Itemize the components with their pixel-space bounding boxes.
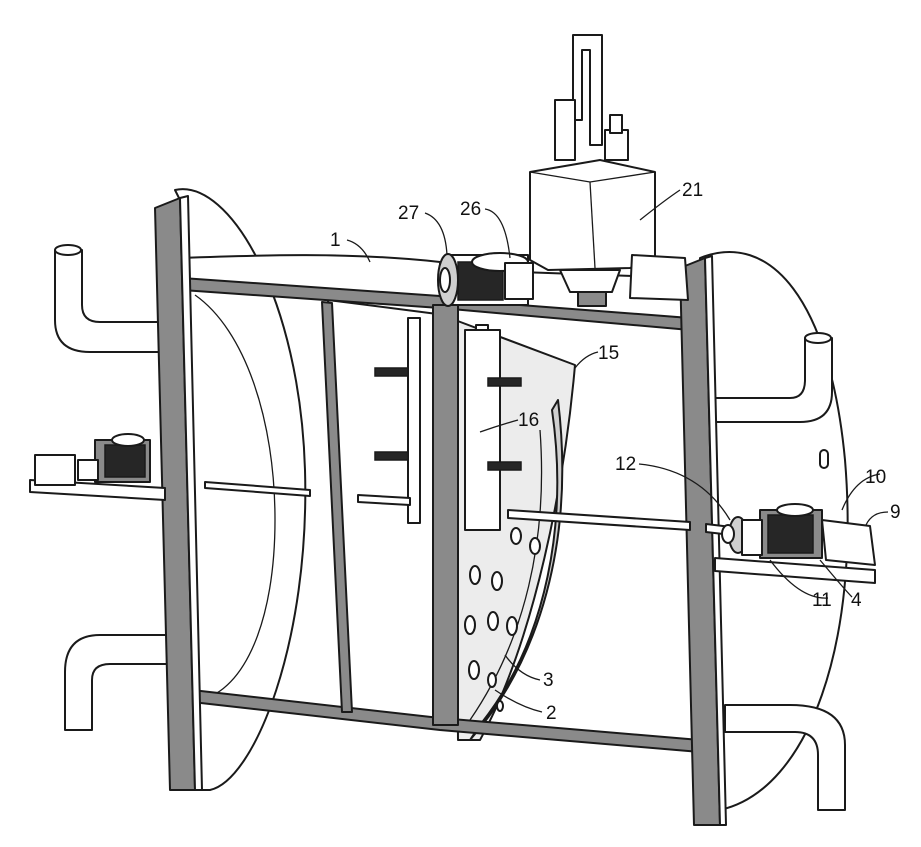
left-upper-pipe <box>55 250 160 352</box>
top-motor-unit <box>438 253 533 306</box>
label-12: 12 <box>615 454 636 475</box>
label-3: 3 <box>543 670 554 691</box>
label-26: 26 <box>460 199 481 220</box>
right-disk-slot <box>820 450 828 468</box>
label-9: 9 <box>890 502 901 523</box>
left-drive-unit <box>30 434 165 500</box>
label-27: 27 <box>398 203 419 224</box>
label-2: 2 <box>546 703 557 724</box>
label-4: 4 <box>851 590 862 611</box>
label-16: 16 <box>518 410 539 431</box>
left-lower-pipe <box>65 635 175 730</box>
label-10: 10 <box>865 467 886 488</box>
label-15: 15 <box>598 343 619 364</box>
right-upper-pipe-end <box>805 333 831 343</box>
label-1: 1 <box>330 230 341 251</box>
label-11: 11 <box>812 590 832 611</box>
left-upper-pipe-end <box>55 245 81 255</box>
label-21: 21 <box>682 180 703 201</box>
hopper-21 <box>530 35 688 306</box>
